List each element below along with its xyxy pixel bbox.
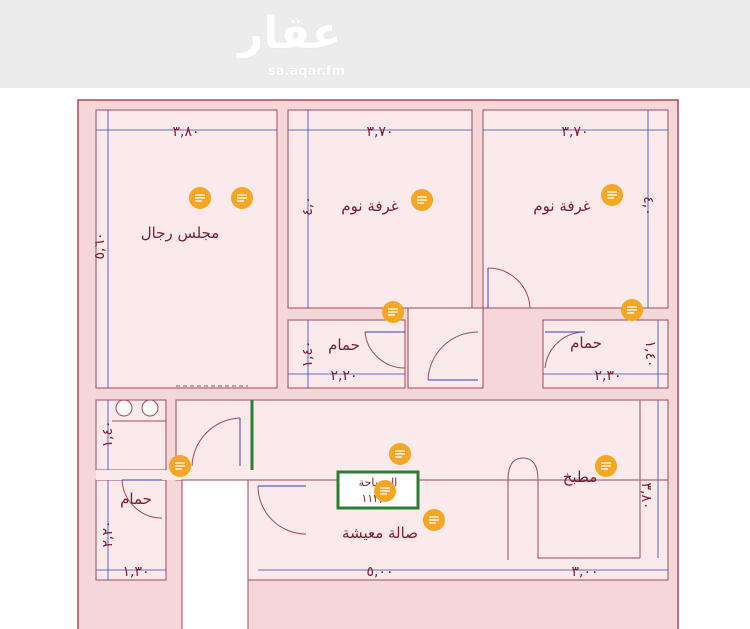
dimension-lines [96, 110, 668, 580]
kitchen-height-dim: ٣,٨٠ [638, 482, 654, 509]
bath3-width-dim: ١,٣٠ [122, 564, 149, 580]
living-width-dim: ٥,٠٠ [366, 564, 393, 580]
note-marker-icon[interactable] [382, 301, 404, 323]
bedroom1-width-dim: ٣,٧٠ [366, 124, 393, 140]
aqar-logo-domain: sa.aqar.fm [268, 64, 345, 79]
living-label: صالة معيشة [342, 524, 418, 542]
majlis-label: مجلس رجال [141, 224, 220, 242]
note-marker-icon[interactable] [389, 443, 411, 465]
note-marker-icon[interactable] [189, 187, 211, 209]
majlis-height-dim: ٥,٦٠ [92, 232, 108, 259]
bedroom2-height-dim: ٤,٠ [640, 196, 656, 216]
bath2-label: حمام [570, 334, 602, 352]
bath1-height-dim: ١,٤٠ [300, 340, 316, 367]
note-marker-icon[interactable] [411, 189, 433, 211]
bedroom1-height-dim: ٤,٠ [300, 196, 316, 216]
area-box: المساحة ١١٢,٠٠ [336, 470, 420, 510]
bath1-label: حمام [328, 336, 360, 354]
majlis-width-dim: ٣,٨٠ [172, 124, 199, 140]
note-marker-icon[interactable] [423, 509, 445, 531]
note-marker-icon[interactable] [595, 455, 617, 477]
kitchen-label: مطبخ [563, 468, 598, 486]
note-marker-icon[interactable] [169, 455, 191, 477]
doors [121, 267, 586, 535]
bath3-label: حمام [120, 490, 152, 508]
walls [77, 99, 679, 629]
bedroom2-label: غرفة نوم [533, 197, 590, 215]
bath3-height-dim: ٢,٢٠ [100, 520, 116, 547]
floor-plan: ٣,٨٠ ٣,٧٠ ٣,٧٠ ٥,٦٠ ٤,٠ ٤,٠ ٢,٢٠ ٢,٣٠ ١,… [77, 99, 679, 629]
bath1-width-dim: ٢,٢٠ [330, 368, 357, 384]
site-header: عقار sa.aqar.fm [0, 0, 750, 88]
note-marker-icon[interactable] [601, 184, 623, 206]
note-marker-icon[interactable] [231, 187, 253, 209]
markers [169, 184, 643, 531]
kitchen-width-dim: ٣,٠٠ [571, 564, 598, 580]
aqar-logo: عقار [238, 8, 342, 59]
washroom-height-dim: ١,٤٠ [100, 420, 116, 447]
bath2-width-dim: ٢,٣٠ [594, 368, 621, 384]
bath2-height-dim: ١,٤٠ [642, 340, 658, 367]
bedroom2-width-dim: ٣,٧٠ [561, 124, 588, 140]
note-marker-icon[interactable] [374, 480, 396, 502]
bedroom1-label: غرفة نوم [341, 197, 398, 215]
note-marker-icon[interactable] [621, 299, 643, 321]
